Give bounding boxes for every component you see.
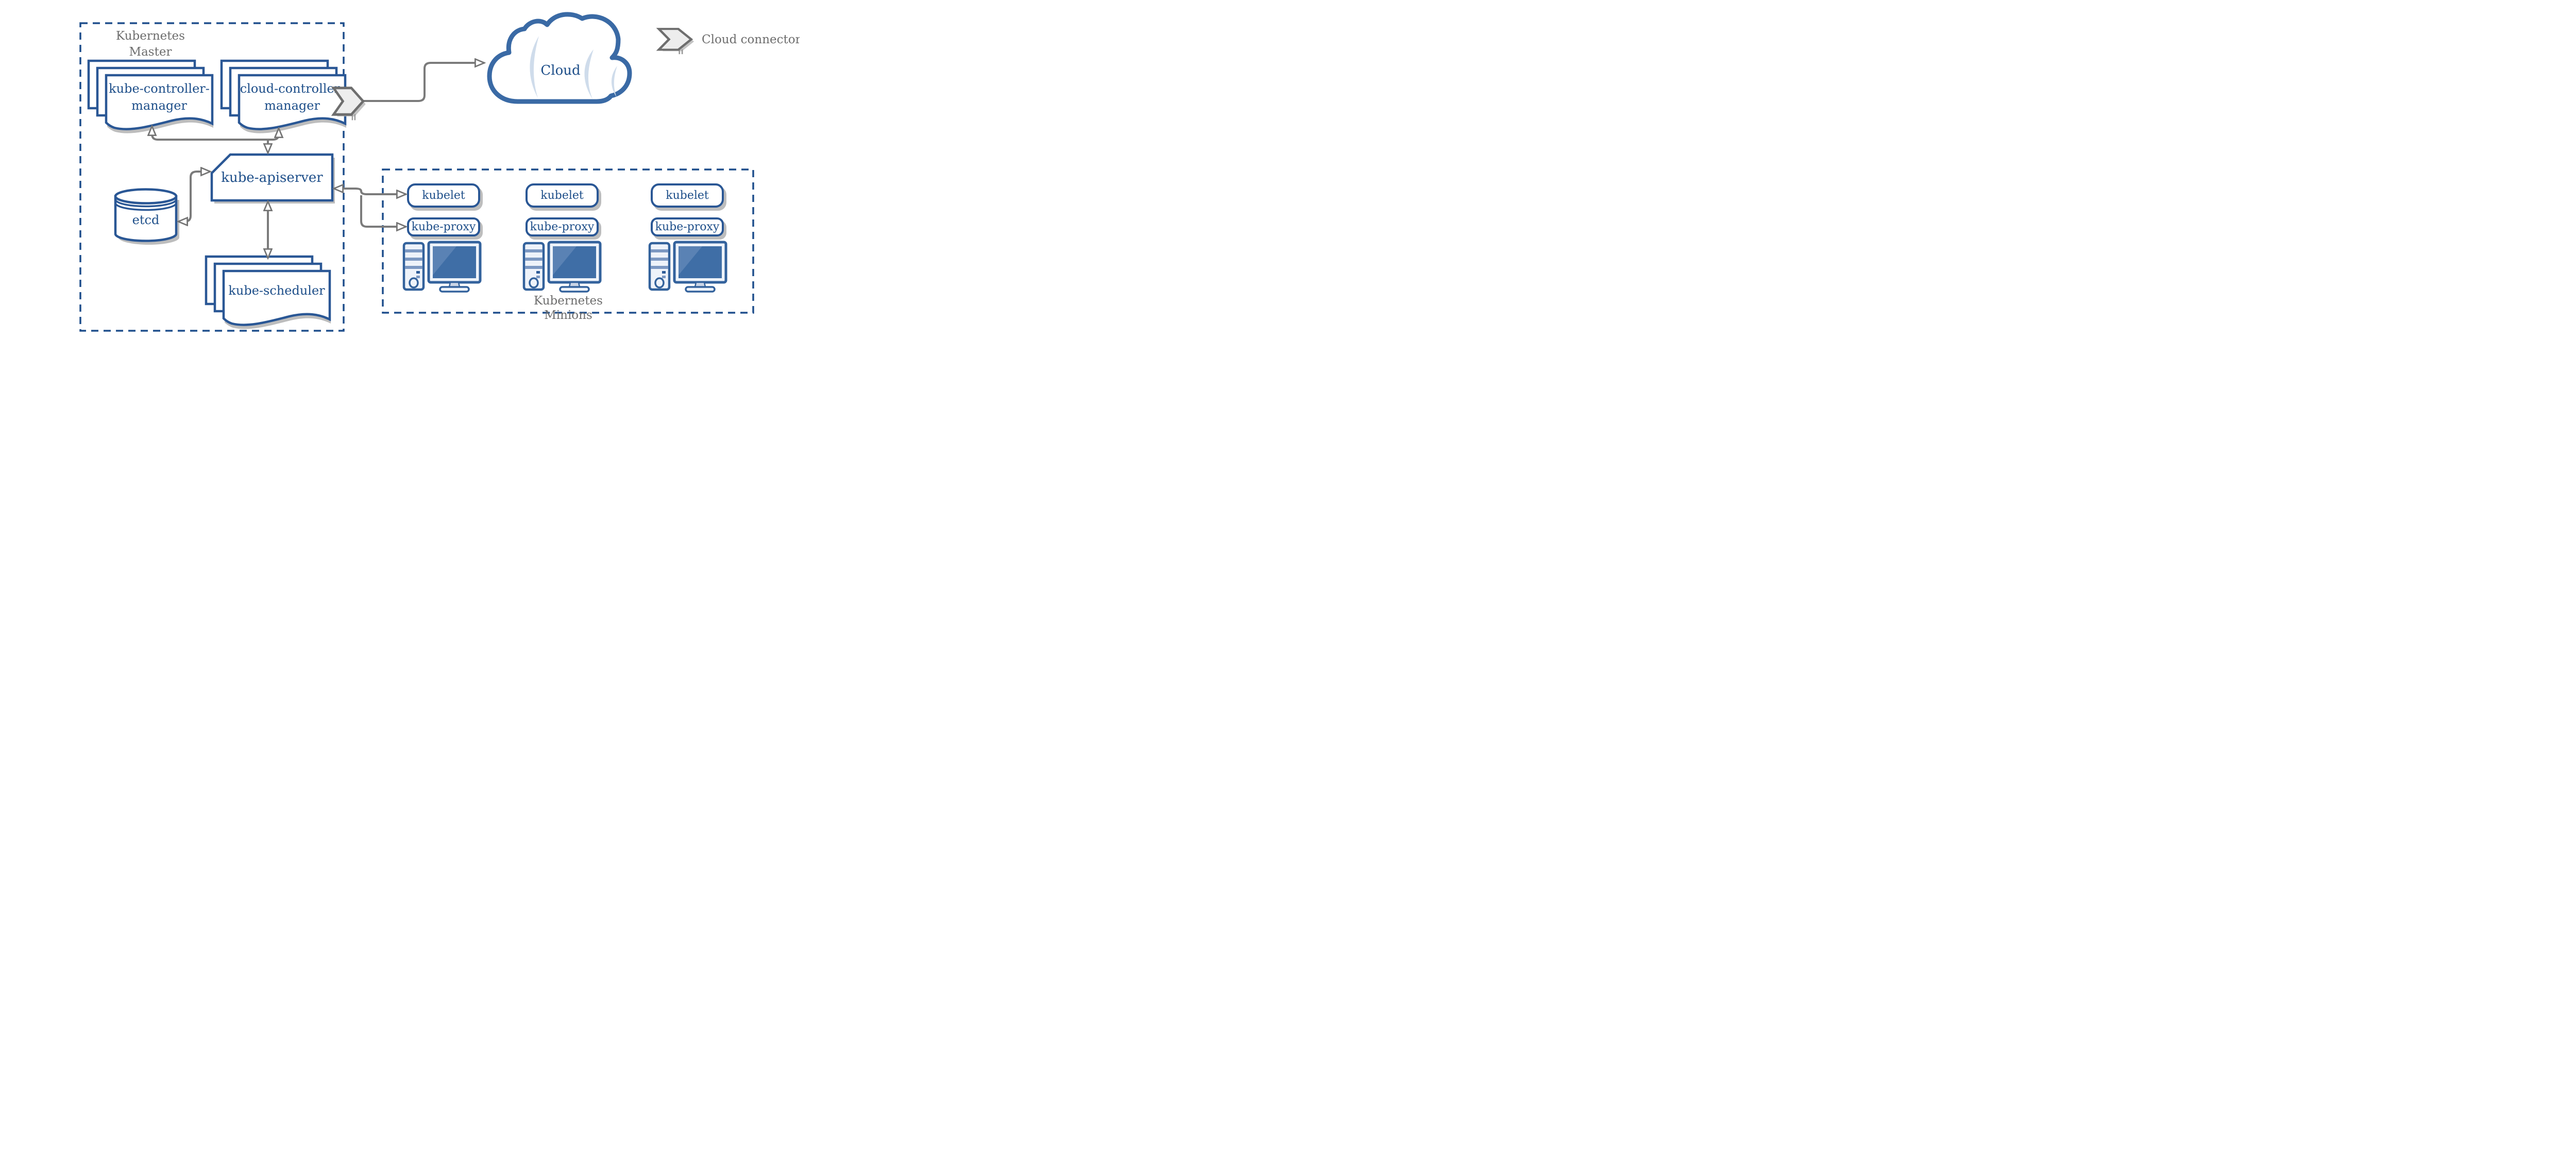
minions-label-line2: Minions <box>544 309 592 322</box>
kubernetes-architecture-diagram: Kubernetes Master kube-controller- manag… <box>0 0 800 346</box>
diagram-shapes-layer <box>79 12 754 332</box>
cloud-connector-icon <box>333 88 365 121</box>
master-label-line2: Master <box>129 45 172 59</box>
cloud-connector-legend-label: Cloud connector <box>702 33 800 46</box>
etcd-label: etcd <box>132 213 160 227</box>
master-label-line1: Kubernetes <box>116 29 185 43</box>
minions-group-label: Kubernetes Minions <box>517 294 620 323</box>
kube-scheduler-label: kube-scheduler <box>228 283 325 298</box>
arrow-apiserver-kubelet <box>334 189 406 194</box>
diagram-connectors-layer <box>0 0 800 346</box>
kubelet-box-node2: kubelet <box>526 183 599 208</box>
etcd-shape <box>114 188 179 245</box>
kube-proxy-box-node1: kube-proxy <box>407 217 480 236</box>
kube-controller-manager-label: kube-controller- manager <box>109 81 210 113</box>
cloud-label: Cloud <box>540 63 581 78</box>
minions-group-border <box>382 168 754 314</box>
arrow-cloudconnector-cloud <box>363 63 484 102</box>
kubelet-box-node1: kubelet <box>407 183 480 208</box>
kube-apiserver-label: kube-apiserver <box>221 170 323 185</box>
kube-proxy-box-node2: kube-proxy <box>526 217 599 236</box>
kube-proxy-box-node3: kube-proxy <box>651 217 724 236</box>
cloud-controller-manager-label: cloud-controller- manager <box>240 81 345 113</box>
kube-apiserver-shape <box>210 153 335 204</box>
minions-label-line1: Kubernetes <box>534 294 603 308</box>
arrow-controllers-apiserver <box>152 126 279 141</box>
master-group-label: Kubernetes Master <box>99 28 202 60</box>
arrow-apiserver-kubeproxy <box>360 195 406 227</box>
cloud-shape <box>487 12 632 104</box>
kubelet-box-node3: kubelet <box>651 183 724 208</box>
cloud-connector-legend-icon <box>659 29 694 54</box>
arrow-etcd-apiserver <box>178 172 210 222</box>
